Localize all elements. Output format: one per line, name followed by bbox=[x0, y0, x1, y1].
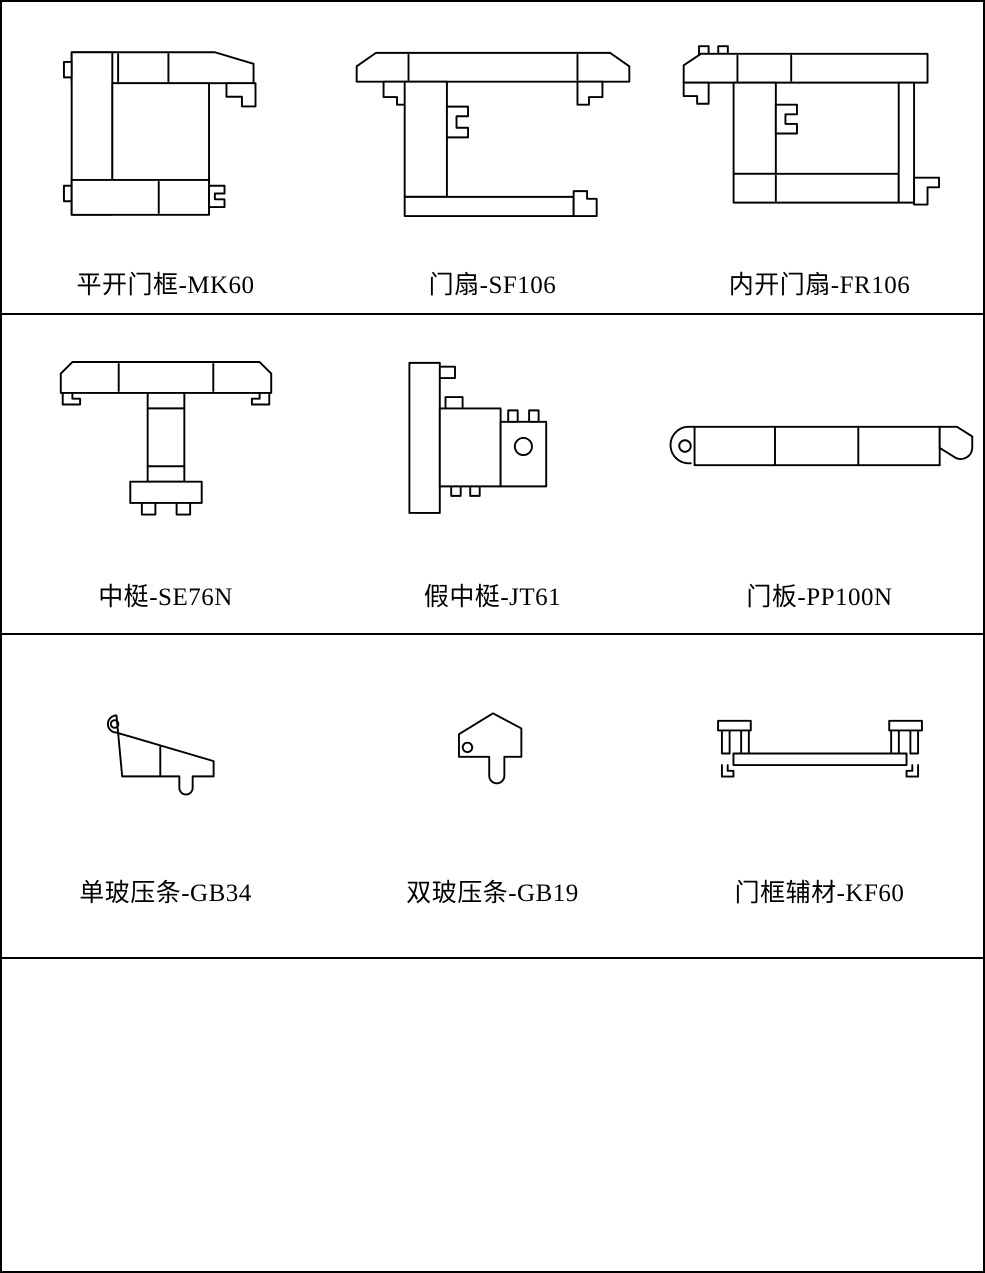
profile-label-kf60: 门框辅材-KF60 bbox=[734, 880, 905, 907]
row-3: 单玻压条-GB34 双玻压条-GB19 bbox=[2, 635, 983, 959]
mk60-drawing-area bbox=[2, 2, 329, 265]
pp100n-profile-drawing bbox=[669, 425, 973, 467]
profile-label-gb19: 双玻压条-GB19 bbox=[406, 880, 579, 907]
gb34-drawing-area bbox=[2, 635, 329, 873]
profile-label-jt61: 假中梃-JT61 bbox=[423, 584, 562, 611]
profile-label-mk60: 平开门框-MK60 bbox=[76, 272, 255, 299]
gb34-profile-drawing bbox=[106, 714, 215, 796]
profile-cell-jt61: 假中梃-JT61 bbox=[329, 315, 656, 633]
gb19-drawing-area bbox=[329, 635, 656, 873]
profile-cell-pp100n: 门板-PP100N bbox=[656, 315, 983, 633]
se76n-profile-drawing bbox=[59, 361, 272, 516]
jt61-profile-drawing bbox=[407, 361, 547, 514]
profile-cell-fr106: 内开门扇-FR106 bbox=[656, 2, 983, 313]
profile-cell-mk60: 平开门框-MK60 bbox=[2, 2, 329, 313]
profile-cell-gb34: 单玻压条-GB34 bbox=[2, 635, 329, 957]
profile-label-pp100n: 门板-PP100N bbox=[746, 584, 893, 611]
gb19-profile-drawing bbox=[457, 712, 522, 785]
kf60-profile-drawing bbox=[716, 719, 923, 778]
profile-cell-kf60: 门框辅材-KF60 bbox=[656, 635, 983, 957]
kf60-drawing-area bbox=[656, 635, 983, 873]
sf106-drawing-area bbox=[329, 2, 656, 265]
row-2: 中梃-SE76N bbox=[2, 315, 983, 635]
fr106-profile-drawing bbox=[682, 44, 940, 206]
mk60-profile-drawing bbox=[62, 50, 256, 216]
profile-cell-gb19: 双玻压条-GB19 bbox=[329, 635, 656, 957]
empty-row bbox=[2, 959, 983, 1271]
profile-label-se76n: 中梃-SE76N bbox=[98, 584, 233, 611]
profile-cell-se76n: 中梃-SE76N bbox=[2, 315, 329, 633]
pp100n-drawing-area bbox=[656, 315, 983, 577]
jt61-drawing-area bbox=[329, 315, 656, 577]
profile-label-gb34: 单玻压条-GB34 bbox=[79, 880, 252, 907]
fr106-drawing-area bbox=[656, 2, 983, 265]
row-1: 平开门框-MK60 bbox=[2, 2, 983, 315]
sf106-profile-drawing bbox=[355, 51, 630, 217]
profile-label-fr106: 内开门扇-FR106 bbox=[728, 272, 911, 299]
profile-label-sf106: 门扇-SF106 bbox=[428, 272, 557, 299]
se76n-drawing-area bbox=[2, 315, 329, 577]
profile-cell-sf106: 门扇-SF106 bbox=[329, 2, 656, 313]
